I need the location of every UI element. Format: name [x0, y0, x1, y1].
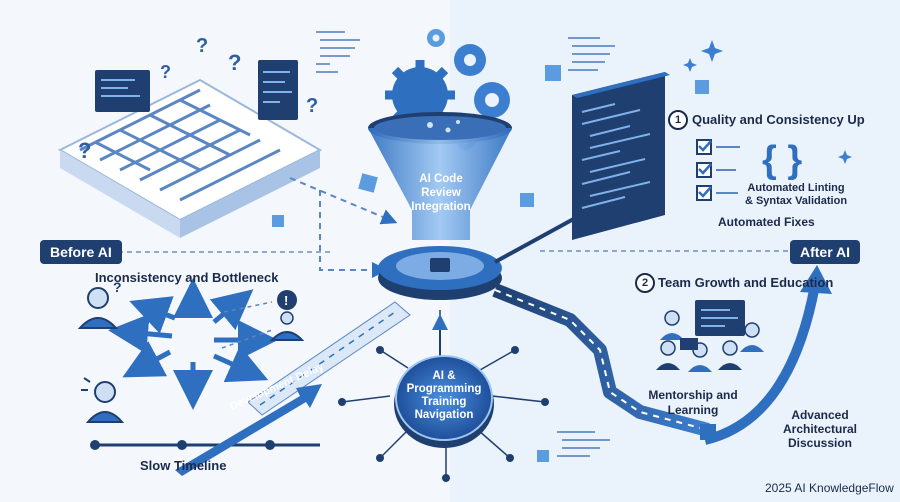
svg-text:?: ? [160, 62, 171, 82]
linting-label: Automated Linting & Syntax Validation [744, 182, 848, 207]
training-hub-label: AI & Programming Training Navigation [406, 370, 482, 421]
before-heading: Inconsistency and Bottleneck [95, 270, 279, 285]
code-editor-panel [572, 72, 670, 240]
automated-fixes-label: Automated Fixes [718, 215, 815, 229]
cube-icon [358, 173, 378, 193]
cube-icon [695, 80, 709, 94]
growth-arrow [703, 265, 832, 445]
section1-title: Quality and Consistency Up [692, 112, 865, 127]
funnel-graphic [368, 112, 512, 240]
monitor-icon [258, 60, 298, 120]
svg-text:?: ? [306, 95, 318, 117]
svg-text:{ }: { } [762, 139, 802, 181]
code-snippet [557, 431, 610, 457]
cube-icon [520, 193, 534, 207]
step-number-2: 2 [635, 273, 655, 293]
after-ai-badge: After AI [790, 240, 861, 264]
cube-icon [545, 65, 561, 81]
stressed-person-icon [81, 377, 125, 423]
slow-timeline [90, 440, 320, 450]
slow-timeline-label: Slow Timeline [140, 458, 227, 473]
svg-text:?: ? [228, 50, 241, 75]
svg-text:!: ! [284, 293, 288, 308]
team-illustration [656, 300, 764, 372]
monitor-icon [95, 70, 150, 112]
section2-title: Team Growth and Education [658, 275, 834, 290]
cube-icon [272, 215, 284, 227]
before-ai-badge: Before AI [40, 240, 122, 264]
network-node [338, 346, 549, 482]
svg-text:?: ? [113, 279, 122, 295]
code-snippet [568, 37, 615, 71]
dashed-beam [247, 301, 411, 416]
mentorship-label: Mentorship and Learning [648, 388, 738, 417]
curly-braces-icon: { } [762, 139, 802, 181]
code-snippet [316, 31, 360, 73]
gear-icon [427, 29, 445, 47]
training-hub-disc [394, 355, 494, 448]
frustrated-person-icon: ? [77, 279, 122, 329]
gear-icon [454, 44, 486, 76]
warning-person-icon: ! [269, 290, 305, 341]
advanced-discussion-label: Advanced Architectural Discussion [782, 408, 858, 450]
maze-illustration [57, 78, 323, 238]
development-delay-arrow [175, 384, 322, 476]
cube-icon [537, 450, 549, 462]
footer-credit: 2025 AI KnowledgeFlow [765, 481, 894, 495]
question-mark-icon: ? ? ? ? ? [78, 35, 318, 163]
gear-icon [385, 60, 455, 130]
svg-text:?: ? [78, 138, 91, 163]
central-hub-platform [378, 246, 502, 300]
sparkle-icon [683, 40, 852, 164]
funnel-label: AI Code Review Integration [411, 173, 471, 213]
scattered-arrows [108, 278, 278, 410]
step-number-1: 1 [668, 110, 688, 130]
svg-text:?: ? [196, 35, 208, 57]
gear-icon [474, 82, 510, 118]
